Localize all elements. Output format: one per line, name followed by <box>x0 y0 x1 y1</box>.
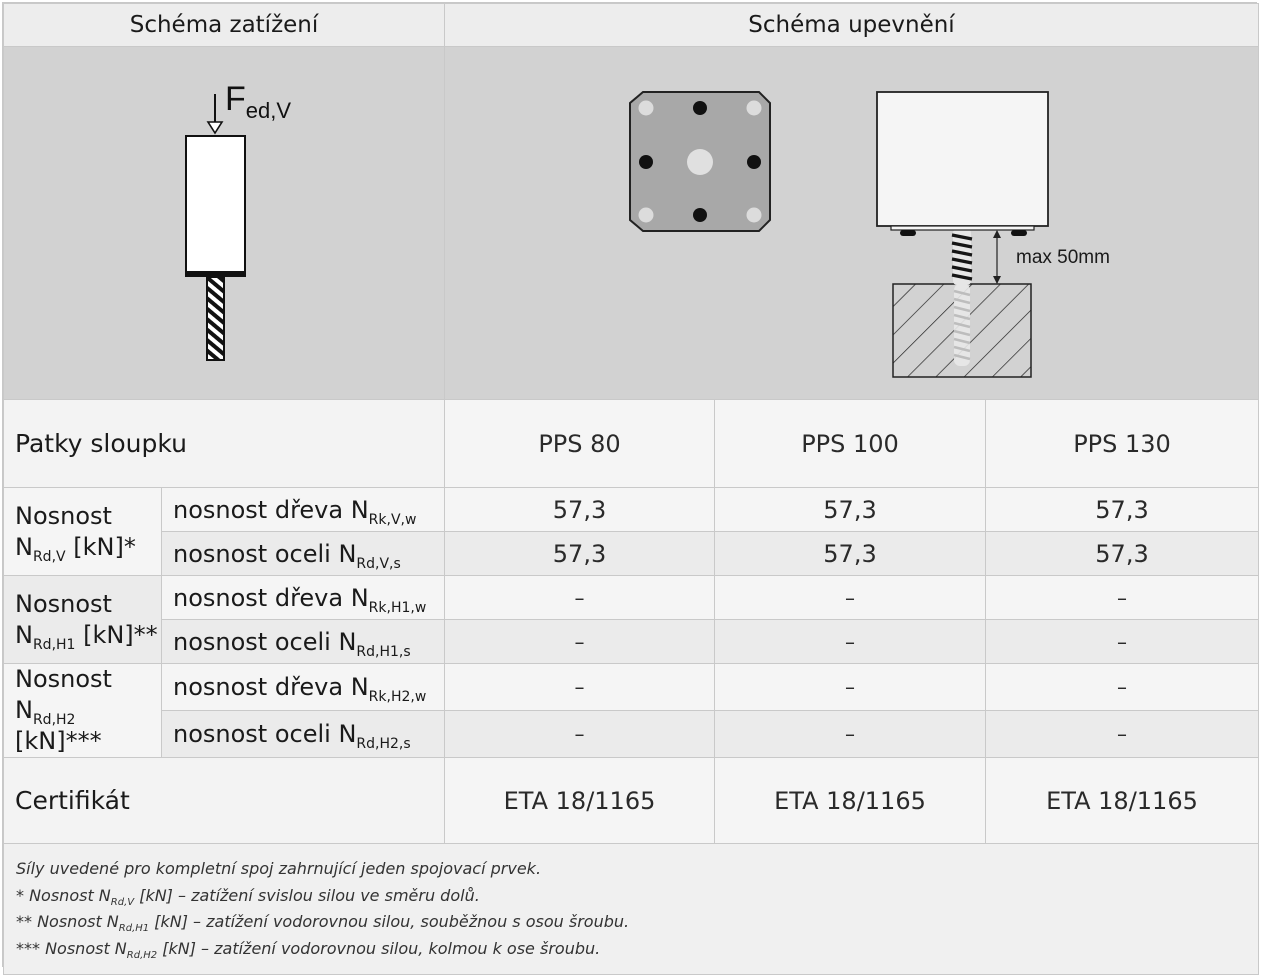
post-body <box>185 135 246 273</box>
certificate-value: ETA 18/1165 <box>444 757 715 844</box>
footnote-line: Síly uvedené pro kompletní spoj zahrnují… <box>16 859 542 878</box>
plate-screw <box>693 208 707 222</box>
gap-label: max 50mm <box>1016 247 1110 268</box>
plate-screw <box>747 155 761 169</box>
plate-hole <box>638 207 654 223</box>
value-cell: 57,3 <box>444 531 715 576</box>
row-label: nosnost oceli NRd,V,s <box>161 531 445 576</box>
force-arrow-head <box>206 121 224 135</box>
post-base-plate <box>185 271 246 277</box>
mount-diagram-svg: max 50mm <box>629 91 1110 378</box>
value-cell: – <box>985 663 1259 711</box>
post-side-view <box>876 91 1049 227</box>
mount-scheme-diagram: max 50mm <box>444 46 1259 400</box>
value-cell: 57,3 <box>985 531 1259 576</box>
group-label-horizontal-1: Nosnost NRd,H1 [kN]** <box>3 575 162 664</box>
load-scheme-diagram: Fed,V <box>3 46 445 400</box>
plate-screw <box>639 155 653 169</box>
value-cell: 57,3 <box>444 487 715 532</box>
product-header: PPS 100 <box>714 399 986 488</box>
mount-scheme-heading: Schéma upevnění <box>444 3 1259 47</box>
force-label: Fed,V <box>225 80 291 123</box>
row-label: nosnost oceli NRd,H1,s <box>161 619 445 664</box>
footnote-line: * Nosnost NRd,V [kN] – zatížení svislou … <box>16 885 480 908</box>
footnote-line: ** Nosnost NRd,H1 [kN] – zatížení vodoro… <box>16 912 630 934</box>
row-label: nosnost dřeva NRk,V,w <box>161 487 445 532</box>
product-header: PPS 130 <box>985 399 1259 488</box>
plate-hole <box>746 100 762 116</box>
value-cell: – <box>444 575 715 620</box>
value-cell: – <box>985 710 1259 758</box>
value-cell: 57,3 <box>714 531 986 576</box>
plate-screw <box>693 101 707 115</box>
value-cell: – <box>985 619 1259 664</box>
value-cell: – <box>985 575 1259 620</box>
load-table: Schéma zatížení Schéma upevnění Fed,V <box>3 3 1259 975</box>
plate-screw-head <box>900 230 916 236</box>
value-cell: – <box>714 710 986 758</box>
plate-screw-head <box>1011 230 1027 236</box>
value-cell: 57,3 <box>985 487 1259 532</box>
load-diagram-svg: Fed,V <box>185 80 291 361</box>
value-cell: – <box>444 663 715 711</box>
gap-arrow-top <box>993 230 1001 238</box>
value-cell: – <box>714 663 986 711</box>
screw-thread <box>951 229 973 285</box>
embedded-screw <box>953 284 971 366</box>
certificate-value: ETA 18/1165 <box>985 757 1259 844</box>
certificate-label: Certifikát <box>3 757 445 844</box>
group-label-horizontal-2: Nosnost NRd,H2 [kN]*** <box>3 663 162 758</box>
value-cell: 57,3 <box>714 487 986 532</box>
row-label: nosnost oceli NRd,H2,s <box>161 710 445 758</box>
plate-hole <box>746 207 762 223</box>
footnote-line: *** Nosnost NRd,H2 [kN] – zatížení vodor… <box>16 938 601 961</box>
certificate-value: ETA 18/1165 <box>714 757 986 844</box>
footnotes: Síly uvedené pro kompletní spoj zahrnují… <box>3 843 1259 975</box>
row-header-label: Patky sloupku <box>3 399 445 488</box>
row-label: nosnost dřeva NRk,H1,w <box>161 575 445 620</box>
row-label: nosnost dřeva NRk,H2,w <box>161 663 445 711</box>
value-cell: – <box>444 710 715 758</box>
load-scheme-heading: Schéma zatížení <box>3 3 445 47</box>
threaded-rod <box>206 276 225 361</box>
value-cell: – <box>444 619 715 664</box>
product-header: PPS 80 <box>444 399 715 488</box>
plate-hole <box>638 100 654 116</box>
post-base-plate-side <box>890 225 1035 231</box>
value-cell: – <box>714 619 986 664</box>
value-cell: – <box>714 575 986 620</box>
plate-hole-center <box>687 149 713 175</box>
gap-arrow-bottom <box>993 276 1001 284</box>
group-label-vertical: Nosnost NRd,V [kN]* <box>3 487 162 576</box>
